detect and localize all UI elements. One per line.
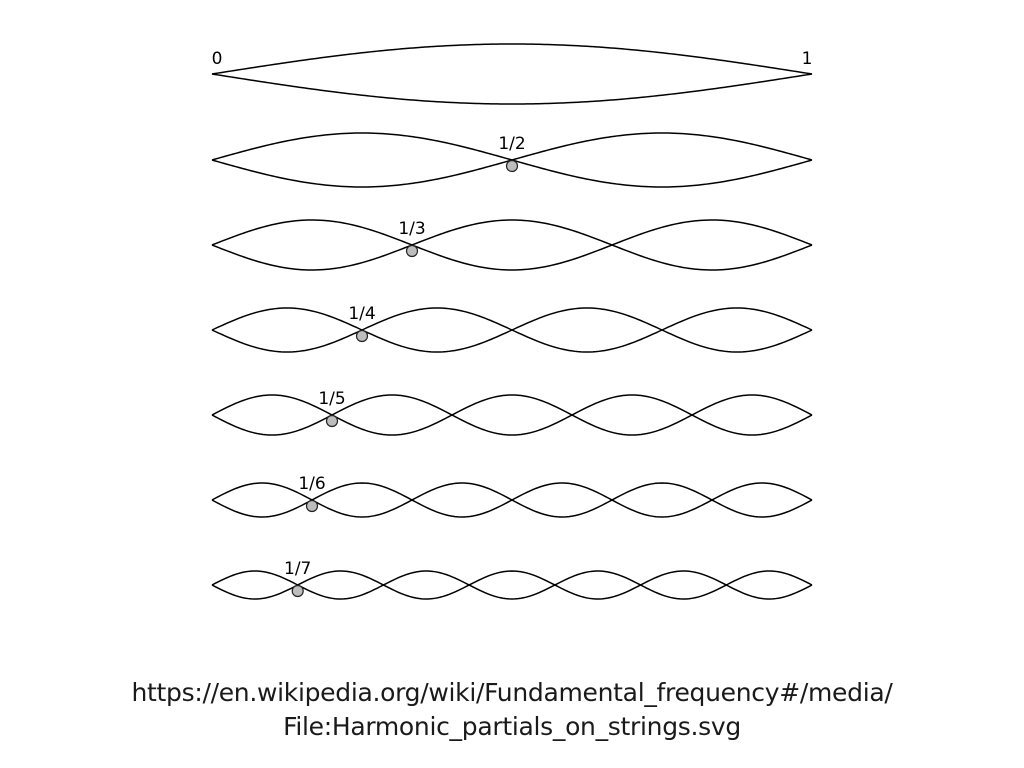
harmonic-3-lower-curve: [211, 219, 813, 271]
harmonic-4-node-dot: [355, 329, 369, 343]
harmonic-2-node-label: 1/2: [498, 134, 525, 154]
caption-line-2: File:Harmonic_partials_on_strings.svg: [283, 712, 741, 741]
harmonic-5-node-label: 1/5: [318, 389, 345, 409]
string-end-label: 1: [802, 49, 813, 69]
harmonic-6-node-dot: [305, 499, 319, 513]
string-start-label: 0: [212, 49, 223, 69]
harmonics-group: 1/2 1/3 1/4 1/5 1/6 1/7: [211, 43, 813, 600]
harmonic-7-lower-curve: [211, 570, 813, 600]
source-caption: https://en.wikipedia.org/wiki/Fundamenta…: [0, 676, 1024, 744]
harmonic-partials-diagram: 0 1 1/2 1/3 1/4 1/5 1/6 1/7: [211, 43, 813, 600]
harmonic-7-node-dot: [291, 584, 304, 598]
harmonic-3-node-dot: [405, 244, 419, 258]
harmonic-2-node-dot: [505, 159, 519, 173]
harmonic-4-lower-curve: [211, 307, 813, 353]
harmonic-4-node-label: 1/4: [348, 304, 375, 324]
harmonic-3-upper-curve: [211, 219, 813, 271]
harmonic-1-upper-curve: [211, 43, 813, 75]
caption-line-1: https://en.wikipedia.org/wiki/Fundamenta…: [131, 678, 893, 707]
harmonic-5-lower-curve: [211, 394, 813, 436]
harmonic-7-upper-curve: [211, 570, 813, 600]
harmonic-7-node-label: 1/7: [284, 559, 311, 579]
harmonic-6-node-label: 1/6: [298, 474, 325, 494]
harmonic-5-upper-curve: [211, 394, 813, 436]
harmonic-5-node-dot: [325, 414, 339, 428]
harmonic-1-lower-curve: [211, 73, 813, 105]
harmonic-3-node-label: 1/3: [398, 219, 425, 239]
